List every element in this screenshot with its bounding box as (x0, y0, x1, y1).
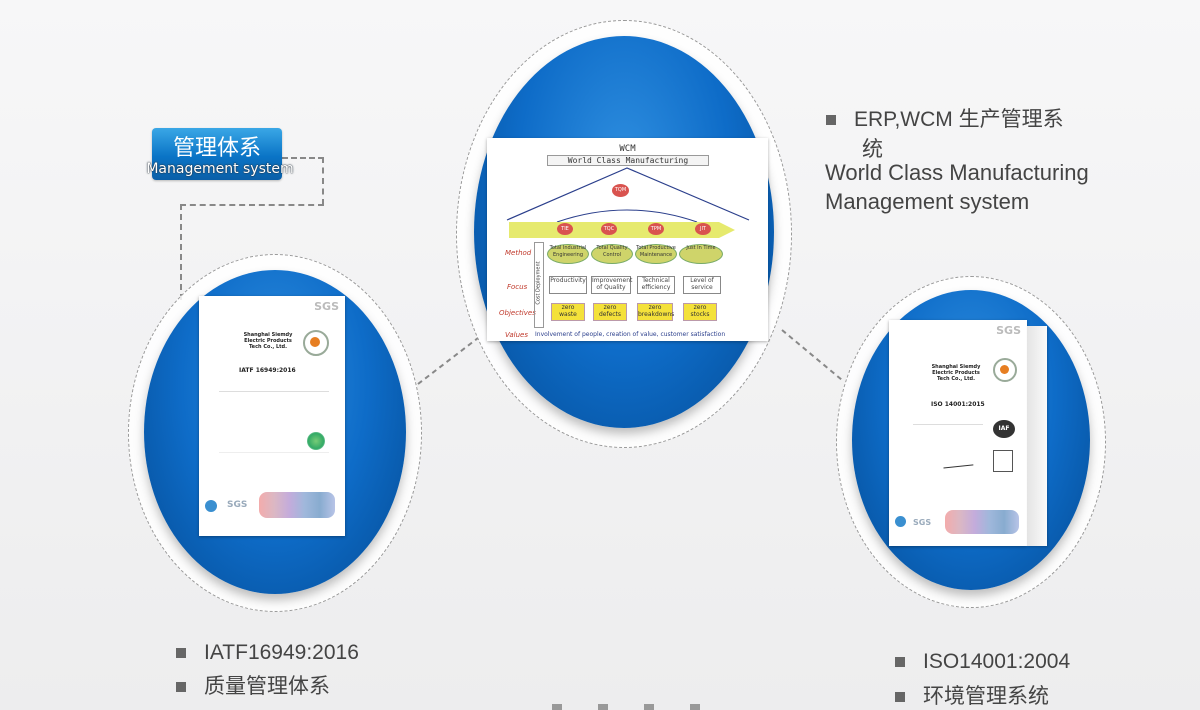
quality-label: 质量管理体系 (204, 675, 330, 698)
objective-1: zero waste (551, 303, 585, 321)
focus-2: Improvement of Quality (591, 276, 632, 294)
bullet-square-icon (176, 682, 186, 693)
tqm-badge: TQM (612, 184, 629, 197)
badge-title-en: Management system (146, 161, 294, 177)
quality-bullet: 质量管理体系 (176, 670, 330, 700)
method-1: Total Industrial Engineering (547, 244, 589, 264)
sgs-seal-icon-right (993, 358, 1017, 382)
focus-4: Level of service (683, 276, 721, 294)
connector-badge-h (282, 157, 324, 159)
label-method: Method (505, 249, 532, 257)
method-2: Total Quality Control (591, 244, 633, 264)
cert-footer-sgs-right: SGS (913, 518, 932, 527)
cert-footer-sgs: SGS (227, 500, 248, 510)
cost-deployment-label: Cost Deployment (535, 261, 542, 305)
env-bullet: 环境管理系统 (895, 680, 1049, 710)
method-4: Just In Time (679, 244, 723, 264)
erp-wcm-bullet: ERP,WCM 生产管理系 (826, 103, 1064, 133)
sgs-round-icon-right (895, 516, 906, 527)
pillar-jit: JIT (695, 223, 711, 235)
wcm-title: WCM (619, 144, 636, 154)
env-label: 环境管理系统 (923, 685, 1049, 708)
signature-mark (942, 456, 974, 469)
label-objectives: Objectives (499, 309, 536, 317)
cost-deployment-bar (534, 242, 544, 328)
connector-badge-h2 (180, 204, 324, 206)
objective-3: zero breakdowns (637, 303, 674, 321)
pillar-tie: TIE (557, 223, 573, 235)
cert-company-right: Shanghai Siemdy Electric Products Tech C… (931, 364, 981, 382)
cert-company: Shanghai Siemdy Electric Products Tech C… (243, 332, 293, 350)
globe-icon (307, 432, 325, 450)
erp-wcm-line2: 统 (862, 138, 883, 161)
wcm-en-line1: World Class Manufacturing (825, 160, 1089, 185)
bullet-square-icon (176, 648, 186, 659)
sgs-logo: SGS (314, 300, 339, 313)
sgs-seal-icon (303, 330, 329, 356)
objective-4: zero stocks (683, 303, 717, 321)
bullet-square-icon (895, 657, 905, 668)
iso-bullet: ISO14001:2004 (895, 650, 1070, 674)
pillar-tqc: TQC (601, 223, 617, 235)
bottom-dash-marks (552, 704, 702, 710)
management-system-badge (152, 128, 282, 180)
badge-title-cn: 管理体系 (172, 136, 261, 161)
focus-3: Technical efficiency (637, 276, 675, 294)
bullet-square-icon (895, 692, 905, 703)
iso-label: ISO14001:2004 (923, 650, 1071, 673)
focus-1: Productivity (549, 276, 587, 294)
iatf-certificate: SGS Shanghai Siemdy Electric Products Te… (199, 296, 345, 536)
iaf-icon: IAF (993, 420, 1015, 438)
wcm-diagram-card: WCM World Class Manufacturing TQM TIE TQ… (487, 138, 768, 341)
label-focus: Focus (507, 283, 528, 291)
iatf-label: IATF16949:2016 (204, 641, 359, 664)
cert-standard-right: ISO 14001:2015 (931, 401, 985, 408)
erp-wcm-line1: ERP,WCM 生产管理系 (854, 108, 1064, 131)
cert-fineprint-right (913, 424, 983, 451)
accreditation-badge (993, 450, 1013, 472)
values-text: Involvement of people, creation of value… (535, 331, 726, 338)
iso-certificate-back-page (1027, 326, 1047, 546)
sgs-logo-right: SGS (996, 324, 1021, 337)
cert-color-ribbon (259, 492, 335, 518)
sgs-round-icon (205, 500, 217, 512)
connector-badge-v2 (180, 204, 182, 300)
cert-fineprint (219, 391, 329, 453)
label-values: Values (505, 331, 528, 339)
wcm-en-line2: Management system (825, 189, 1030, 214)
objective-2: zero defects (593, 303, 627, 321)
method-3: Total Productive Maintenance (635, 244, 677, 264)
bullet-square-icon (826, 115, 836, 126)
connector-badge-v1 (322, 157, 324, 205)
wcm-subtitle: World Class Manufacturing (547, 155, 709, 166)
pillar-tpm: TPM (648, 223, 664, 235)
cert-standard: IATF 16949:2016 (239, 367, 296, 374)
cert-color-ribbon-right (945, 510, 1019, 534)
iatf-bullet: IATF16949:2016 (176, 641, 359, 665)
iso-certificate: SGS Shanghai Siemdy Electric Products Te… (889, 320, 1027, 546)
